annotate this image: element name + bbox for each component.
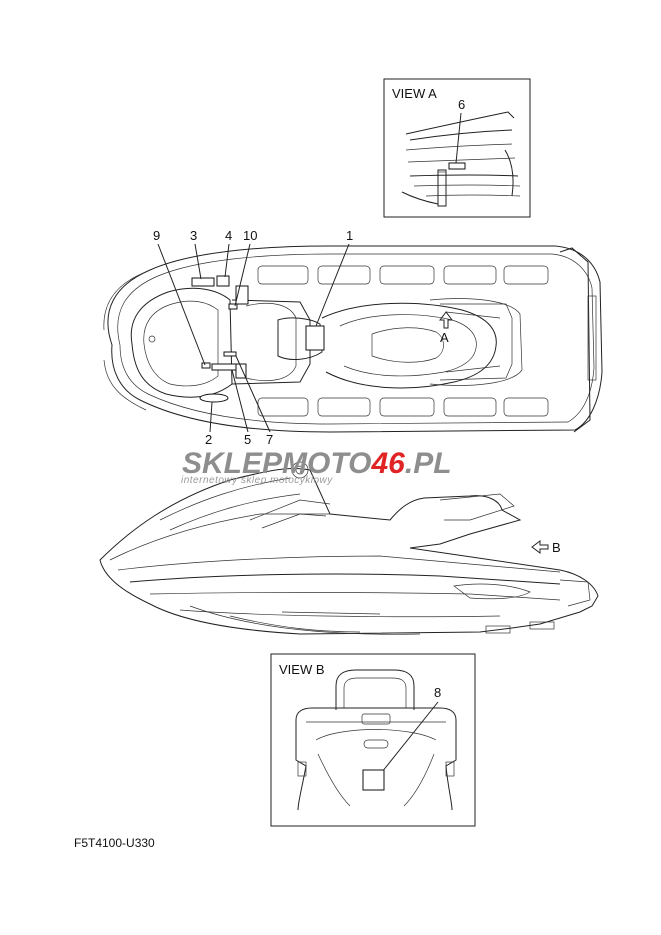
callout-10: 10 xyxy=(243,228,257,243)
view-a-inset: VIEW A 6 xyxy=(383,78,531,218)
callout-5: 5 xyxy=(244,432,251,447)
callout-7: 7 xyxy=(266,432,273,447)
callout-2: 2 xyxy=(205,432,212,447)
watermark-part4: .PL xyxy=(405,447,452,480)
top-view-callouts: 9 3 4 10 1 2 5 7 xyxy=(153,228,353,447)
callout-1: 1 xyxy=(346,228,353,243)
watermark-part3: 46 xyxy=(370,447,405,480)
callout-9: 9 xyxy=(153,228,160,243)
view-a-title: VIEW A xyxy=(392,86,437,101)
watermark-tagline: internetowy sklep motocyklowy xyxy=(181,475,333,486)
side-view-watercraft: B xyxy=(99,461,599,635)
view-a-arrow-label: A xyxy=(440,330,449,345)
view-b-inset: VIEW B 8 xyxy=(270,653,476,827)
watermark-part1: SKLEP xyxy=(182,447,283,480)
callout-8: 8 xyxy=(434,685,441,700)
callout-6: 6 xyxy=(458,97,465,112)
view-b-title: VIEW B xyxy=(279,662,325,677)
watermark-part2: MOTO xyxy=(282,447,371,480)
callout-3: 3 xyxy=(190,228,197,243)
svg-text:SKLEPMOTO46.PL: SKLEPMOTO46.PL xyxy=(182,447,452,480)
callout-4: 4 xyxy=(225,228,232,243)
top-view-watercraft: A xyxy=(103,245,603,433)
part-code: F5T4100-U330 xyxy=(74,836,155,850)
view-b-arrow-label: B xyxy=(552,540,561,555)
watermark: SKLEPMOTO46.PL internetowy sklep motocyk… xyxy=(181,447,452,486)
